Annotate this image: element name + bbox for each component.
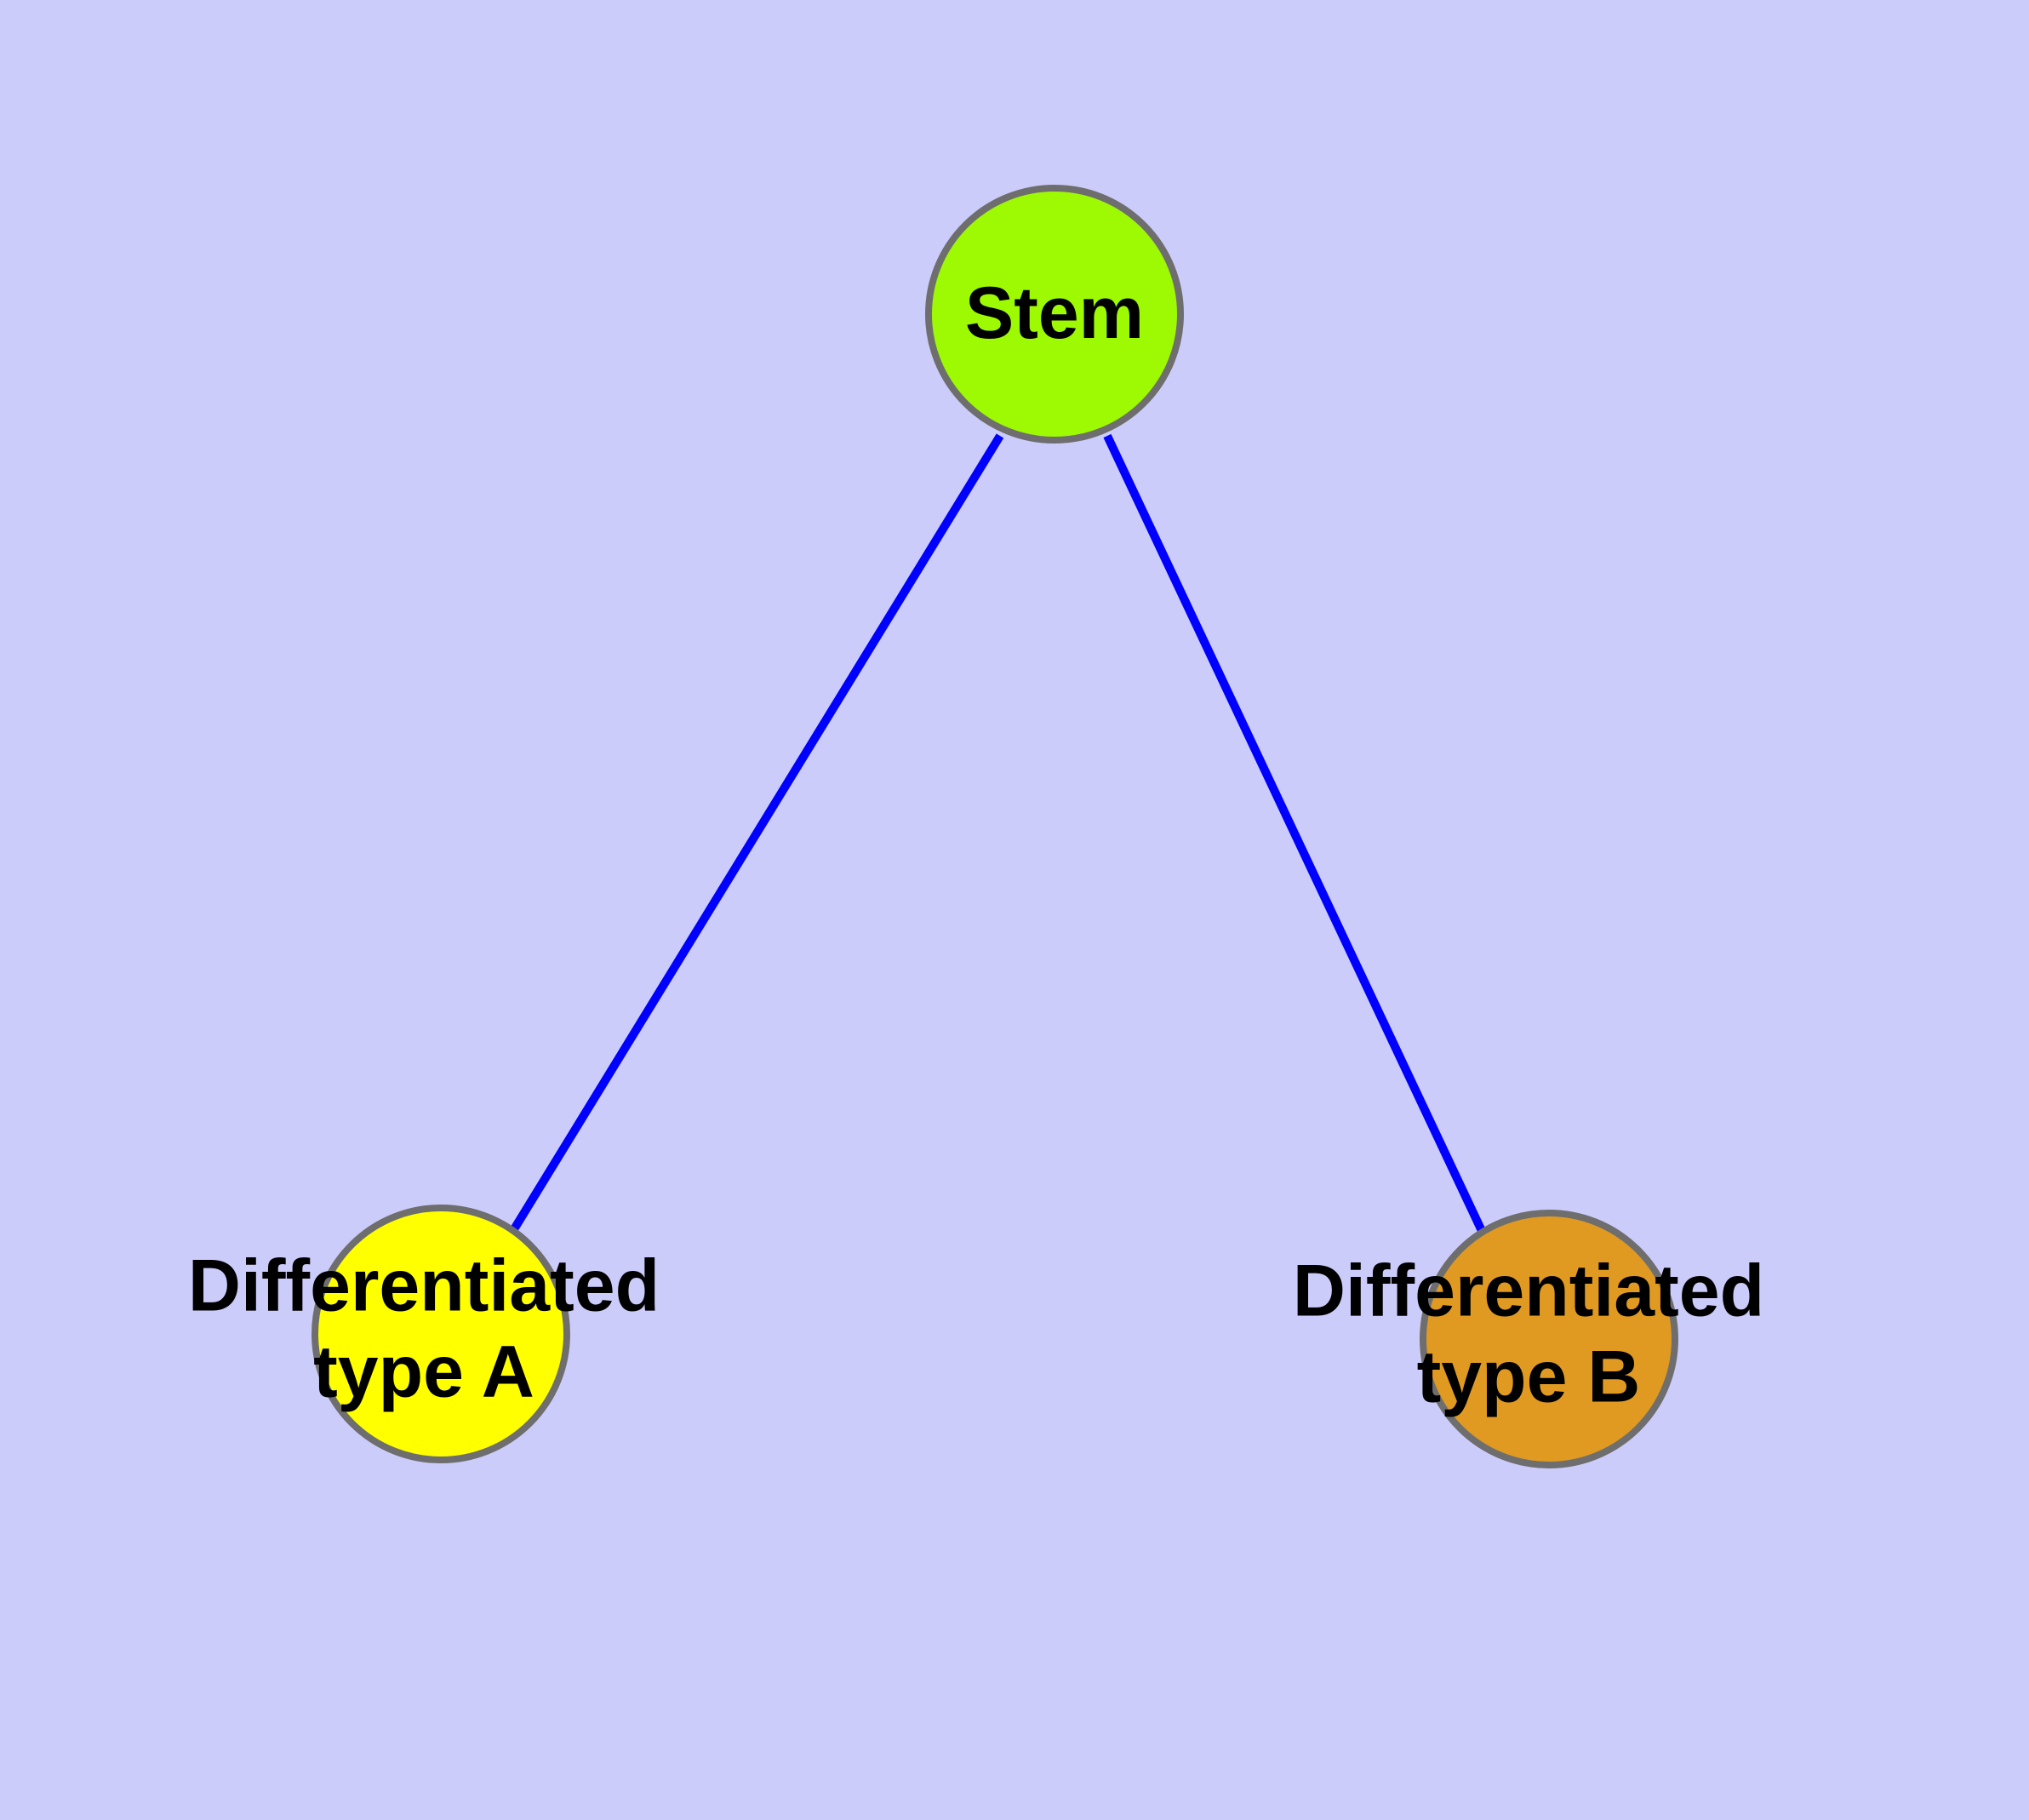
edge-stem-to-differentiated-type-b[interactable]: [1103, 433, 1487, 1235]
edges-group: [510, 433, 1487, 1235]
label-line: type B: [1417, 1336, 1641, 1417]
label-line: Stem: [965, 272, 1144, 354]
node-differentiated-type-b[interactable]: [1420, 1210, 1678, 1468]
node-differentiated-type-a-circle[interactable]: [311, 1205, 570, 1463]
node-stem[interactable]: [925, 185, 1184, 444]
nodes-group: [311, 185, 1678, 1468]
label-line: Differentiated: [188, 1245, 660, 1326]
label-line: Differentiated: [1293, 1250, 1764, 1331]
node-differentiated-type-b-circle[interactable]: [1420, 1210, 1678, 1468]
node-stem-circle[interactable]: [925, 185, 1184, 444]
node-differentiated-type-a[interactable]: [311, 1205, 570, 1463]
node-stem-label: Stem: [965, 272, 1144, 354]
label-line: type A: [313, 1331, 534, 1412]
edge-stem-to-differentiated-type-a[interactable]: [510, 433, 1004, 1232]
